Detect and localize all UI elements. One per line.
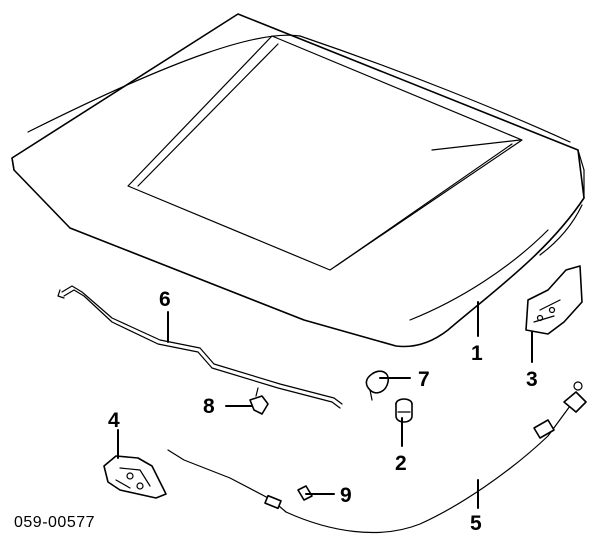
callout-5: 5 (470, 512, 482, 535)
grommet (395, 398, 413, 423)
hood-panel (11, 13, 585, 348)
callout-8: 8 (203, 395, 215, 418)
leader-lines (117, 301, 533, 509)
callout-6: 6 (159, 288, 171, 311)
rod-clip (249, 387, 269, 415)
callout-7: 7 (418, 368, 430, 391)
callout-1: 1 (471, 342, 483, 365)
hood-latch (103, 455, 167, 499)
callout-2: 2 (395, 452, 407, 475)
callout-4: 4 (108, 409, 120, 432)
release-cable (167, 381, 587, 534)
diagram-reference-code: 059-00577 (14, 514, 96, 531)
bumper-stop (365, 370, 390, 401)
callout-labels: 1 2 3 4 5 6 7 8 9 (108, 288, 538, 535)
callout-3: 3 (526, 368, 538, 391)
hood-hinge (525, 265, 583, 335)
callout-9: 9 (340, 484, 352, 507)
cable-clip (297, 485, 313, 501)
hood-support-rod (57, 285, 343, 409)
